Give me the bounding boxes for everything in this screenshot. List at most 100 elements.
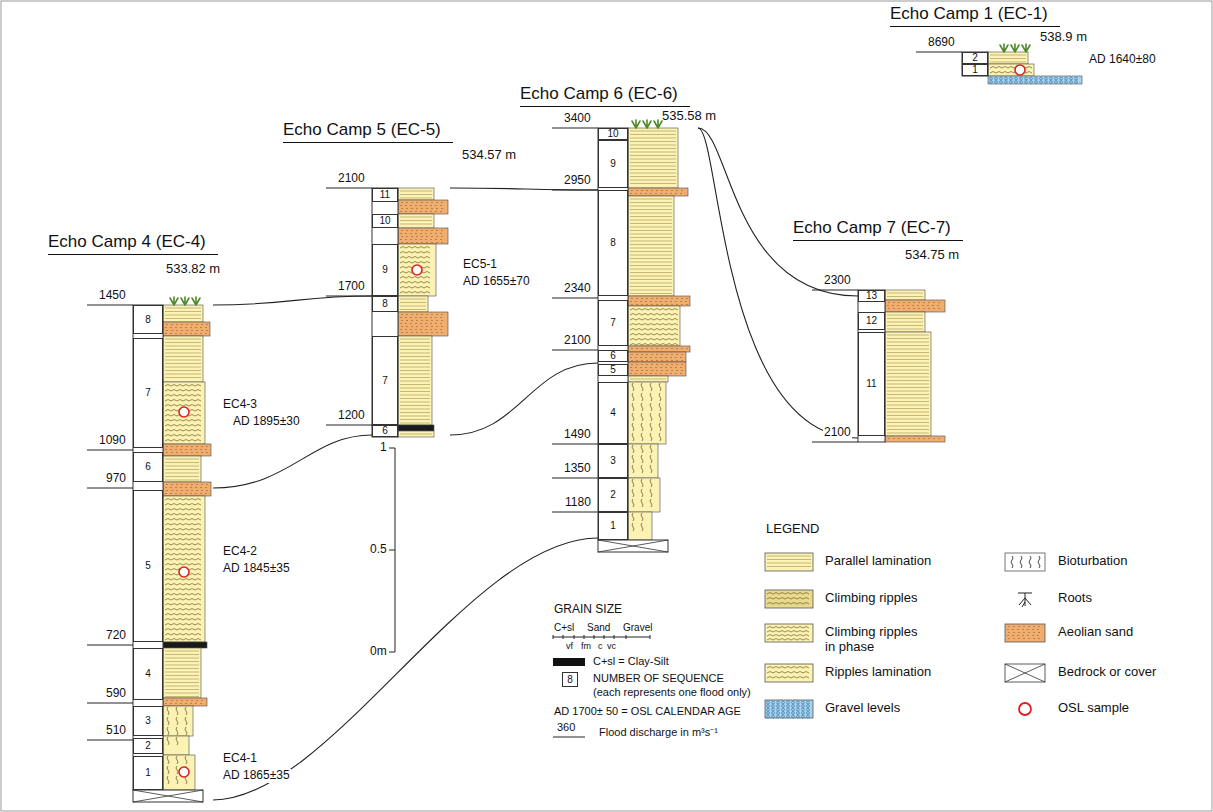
lithology-bed-grain [405, 205, 406, 206]
lithology-bed-grain [670, 301, 671, 302]
lithology-bed-pebble [1045, 77, 1048, 80]
lithology-bed-pebble [1050, 77, 1053, 80]
lithology-bed-grain [440, 329, 441, 330]
lithology-bed-grain [651, 298, 652, 299]
lithology-bed-ripple [165, 435, 201, 437]
lithology-bed-grain [185, 333, 186, 334]
legend-pattern-pebble [777, 701, 780, 704]
lithology-bed-grain [191, 330, 192, 331]
lithology-bed-lamina [887, 335, 929, 336]
lithology-bed-grain [685, 301, 686, 302]
lithology-bed-grain [912, 305, 913, 306]
lithology-bed-grain [205, 487, 206, 488]
lithology-bed-pebble [1055, 81, 1058, 84]
lithology-bed-grain [902, 305, 903, 306]
lithology-bed-lamina [165, 342, 201, 343]
lithology-bed-grain [186, 484, 187, 485]
lithology-bed-burrow [641, 403, 643, 411]
lithology-bed-burrow [632, 455, 634, 463]
lithology-bed-lamina [630, 169, 676, 170]
lithology-bed-grain [201, 490, 202, 491]
lithology-bed-grain [206, 490, 207, 491]
vegetation [643, 120, 651, 128]
lithology-bed-grain [651, 190, 652, 191]
discharge-value: 970 [105, 472, 127, 486]
lithology-bed-lamina [400, 381, 430, 382]
legend-pattern-pebble [772, 712, 775, 715]
lithology-bed-grain [186, 324, 187, 325]
legend-pattern-grain [1012, 635, 1013, 636]
discharge-value: 590 [105, 687, 127, 701]
lithology-bed-grain [190, 493, 191, 494]
sequence-number-box: 10 [598, 128, 628, 140]
lithology-bed-grain [681, 364, 682, 365]
lithology-bed-burrow [650, 465, 652, 473]
lithology-bed-lamina [887, 412, 929, 413]
lithology-bed-ripple [400, 282, 430, 284]
lithology-bed-grain [435, 329, 436, 330]
vegetation [632, 120, 640, 128]
lithology-bed-lamina [400, 191, 432, 192]
elevation-label: 534.57 m [462, 148, 516, 163]
lithology-bed [163, 736, 189, 755]
correlation-line [213, 296, 372, 305]
key-title: GRAIN SIZE [553, 603, 623, 617]
lithology-bed-burrow [650, 413, 652, 421]
lithology-bed-grain [436, 314, 437, 315]
lithology-bed-grain [928, 438, 929, 439]
lithology-bed-ripple [165, 440, 201, 442]
lithology-bed-grain [640, 357, 641, 358]
lithology-bed-grain [415, 329, 416, 330]
lithology-bed-pebble [1015, 77, 1018, 80]
lithology-bed-grain [918, 308, 919, 309]
lithology-bed-lamina [630, 166, 676, 167]
lithology-bed-grain [181, 324, 182, 325]
lithology-bed-grain [645, 193, 646, 194]
lithology-bed-grain [185, 327, 186, 328]
lithology-bed-lamina [630, 283, 672, 284]
legend-pattern-grain [1038, 632, 1039, 633]
lithology-bed-burrow [641, 499, 643, 507]
legend-pattern-lamina [767, 559, 811, 560]
lithology-bed-grain [646, 348, 647, 349]
lithology-bed-grain [405, 329, 406, 330]
lithology-bed-pebble [1050, 81, 1053, 84]
lithology-bed [398, 336, 432, 425]
lithology-bed-grain [406, 236, 407, 237]
lithology-bed-grain [176, 330, 177, 331]
lithology-bed-grain [416, 314, 417, 315]
lithology-bed-grain [656, 364, 657, 365]
lithology-bed-grain [171, 484, 172, 485]
lithology-bed-lamina [630, 258, 672, 259]
lithology-bed-grain [426, 230, 427, 231]
lithology-bed-lamina [165, 654, 199, 655]
lithology-bed-grain [656, 370, 657, 371]
lithology-bed-lamina [630, 216, 672, 217]
lithology-bed-burrow [632, 445, 634, 453]
sequence-number-box: 7 [598, 300, 628, 346]
sample-id: EC4-3 [222, 398, 258, 412]
lithology-bed-grain [415, 323, 416, 324]
lithology-bed-grain [645, 373, 646, 374]
legend-pattern-grain [1037, 635, 1038, 636]
legend-text: Climbing ripples [825, 591, 917, 606]
lithology-bed-grain [416, 320, 417, 321]
sequence-number: 10 [607, 129, 618, 139]
grain-size-tick [584, 635, 585, 639]
lithology-bed-grain [190, 327, 191, 328]
lithology-bed [628, 376, 668, 382]
lithology-bed-burrow [632, 423, 634, 431]
sequence-strip [372, 188, 398, 437]
lithology-bed-pebble [995, 81, 998, 84]
lithology-bed-grain [640, 367, 641, 368]
sequence-number: 7 [145, 388, 151, 398]
column-title: Echo Camp 1 (EC-1) [890, 4, 1060, 27]
lithology-bed-ripple [630, 344, 678, 346]
legend-pattern-pebble [777, 708, 780, 711]
lithology-bed-grain [431, 202, 432, 203]
lithology-bed-ripple [165, 499, 201, 501]
discharge-value: 1450 [98, 289, 127, 303]
lithology-bed-grain [938, 308, 939, 309]
lithology-bed-grain [180, 333, 181, 334]
